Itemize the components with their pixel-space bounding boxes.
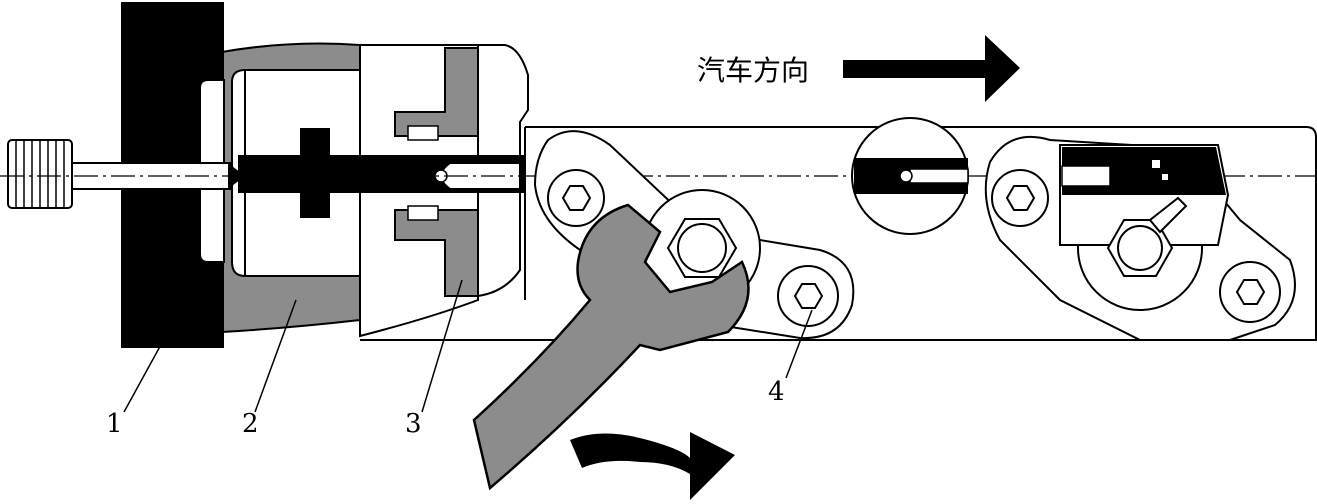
hex-bolt-icon (1235, 279, 1266, 305)
screw-rod (7, 128, 526, 218)
callout-1: 1 (106, 409, 123, 439)
hex-bolt-icon (561, 185, 592, 211)
part-3-clamp (394, 47, 479, 297)
hex-bolt-icon (793, 283, 824, 309)
wrench (472, 203, 750, 491)
direction-label: 汽车方向 (697, 54, 809, 87)
rotation-arrow-icon (570, 432, 735, 500)
callouts: 1 2 3 4 (106, 279, 813, 439)
hex-bolt-icon (1005, 185, 1036, 211)
direction-arrow-icon (843, 35, 1020, 102)
callout-2: 2 (242, 409, 259, 439)
callout-4: 4 (768, 377, 785, 407)
vehicle-direction: 汽车方向 (697, 35, 1020, 102)
callout-3: 3 (405, 409, 422, 439)
right-link-plate (984, 135, 1296, 341)
detail-circle (851, 117, 969, 235)
